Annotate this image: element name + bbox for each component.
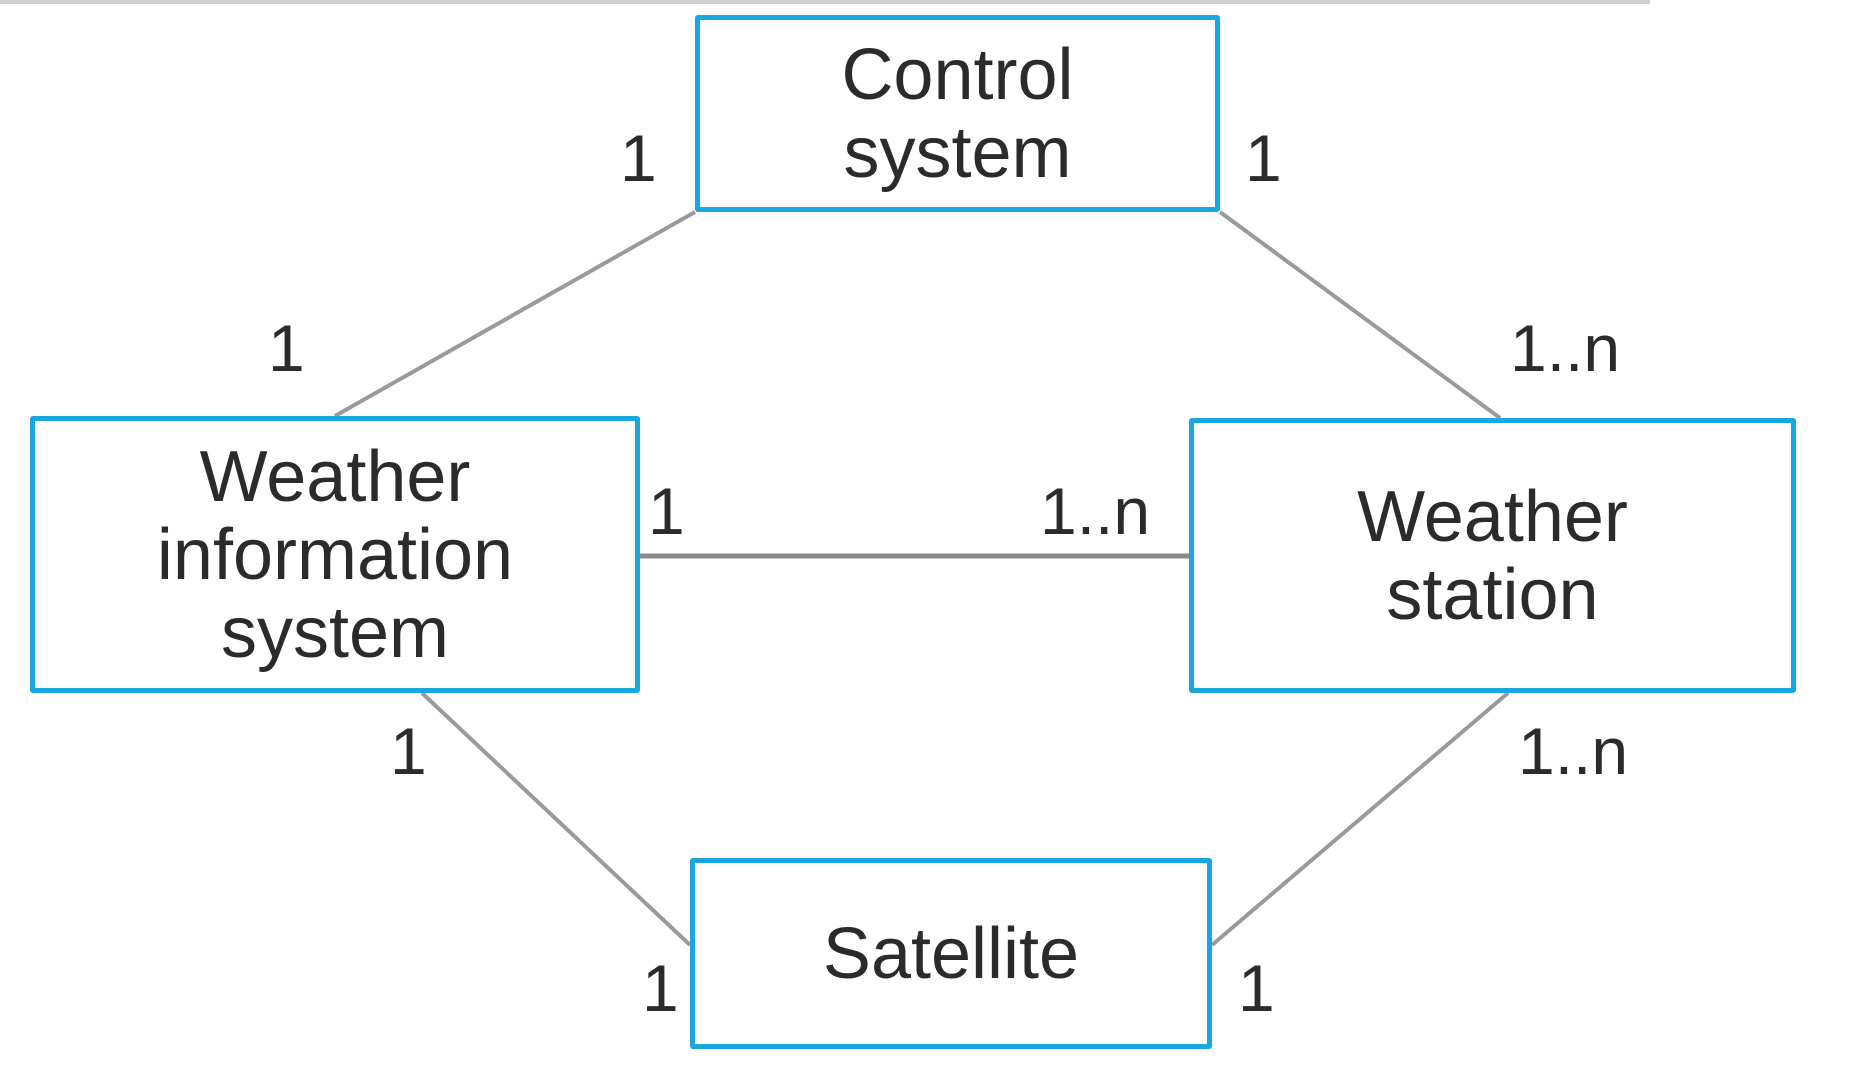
weather-information-system-label: Weather information system [156,436,514,673]
association-wis-satellite [420,691,692,947]
multiplicity-wis-ws-wis-end: 1 [648,474,685,548]
association-ws-satellite [1210,691,1510,947]
multiplicity-wis-satellite-satellite-end: 1 [642,951,679,1025]
control-system-class: Control system [695,15,1220,212]
weather-station-label: Weather station [1357,476,1628,635]
multiplicity-control-ws-control-end: 1 [1245,121,1282,195]
multiplicity-ws-satellite-satellite-end: 1 [1238,951,1275,1025]
satellite-class: Satellite [690,858,1212,1049]
multiplicity-control-wis-control-end: 1 [620,121,657,195]
satellite-label: Satellite [822,913,1080,994]
multiplicity-ws-satellite-ws-end: 1..n [1518,714,1629,788]
multiplicity-wis-ws-ws-end: 1..n [1040,474,1151,548]
weather-station-class: Weather station [1189,418,1796,693]
control-system-label: Control system [841,34,1074,193]
multiplicity-control-wis-wis-end: 1 [268,311,305,385]
weather-information-system-class: Weather information system [30,416,640,693]
top-divider [0,0,1650,4]
multiplicity-wis-satellite-wis-end: 1 [390,714,427,788]
association-control-ws [1218,210,1502,420]
association-control-wis [334,210,696,418]
multiplicity-control-ws-ws-end: 1..n [1510,311,1621,385]
